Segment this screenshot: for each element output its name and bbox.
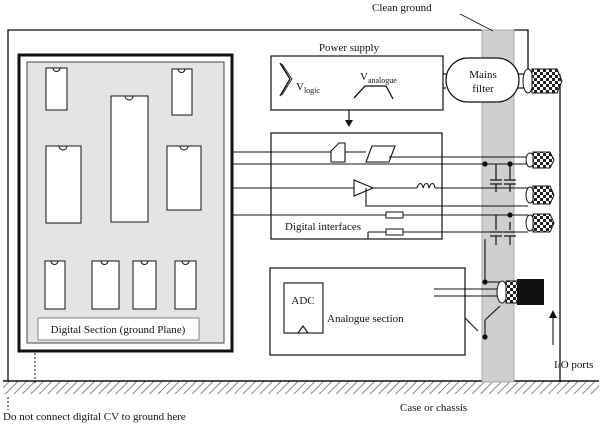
ic-chip: [174, 260, 197, 310]
digital-section-label: Digital Section (ground Plane): [51, 324, 186, 336]
chassis-floor: [3, 380, 599, 394]
ic-chip: [45, 67, 68, 111]
io-ports-label: I/O ports: [554, 359, 593, 371]
ic-chip: [166, 145, 202, 211]
analogue-io-connector: [496, 279, 544, 305]
clean-ground-leader: [459, 13, 494, 32]
ic-chip: [45, 145, 82, 224]
ic-chip: [171, 68, 193, 116]
case-chassis-label: Case or chassis: [400, 402, 467, 414]
v-analogue-label: Vanalogue: [360, 71, 397, 85]
ic-chip: [91, 260, 120, 310]
io-ports-arrow: [549, 310, 557, 345]
filter-capacitors: [490, 164, 516, 245]
power-supply-title: Power supply: [319, 42, 380, 54]
ic-chip: [110, 95, 149, 223]
analogue-lines: [434, 239, 501, 337]
io-connector: [525, 213, 555, 233]
analogue-section-label: Analogue section: [327, 313, 404, 325]
clean-ground-label: Clean ground: [372, 2, 432, 14]
mains-connector: [522, 68, 563, 94]
do-not-connect-label: Do not connect digital CV to ground here: [3, 411, 186, 423]
digital-section-label-box: [37, 317, 200, 341]
ic-chip: [44, 260, 66, 310]
digital-interfaces-block: [270, 132, 443, 240]
io-connector: [525, 185, 555, 205]
adc-label: ADC: [291, 295, 314, 307]
mains-filter-label-1: Mains: [469, 69, 497, 81]
v-logic-label: Vlogic: [296, 81, 320, 95]
ic-chips: [44, 67, 202, 310]
io-connector: [525, 151, 555, 169]
mains-filter: [445, 57, 520, 103]
digital-interfaces-label: Digital interfaces: [285, 221, 361, 233]
power-supply-block: [270, 55, 444, 111]
supply-arrow: [345, 110, 353, 127]
analogue-section-block: [269, 267, 466, 356]
mains-filter-label-2: filter: [472, 83, 494, 95]
ic-chip: [132, 260, 157, 310]
